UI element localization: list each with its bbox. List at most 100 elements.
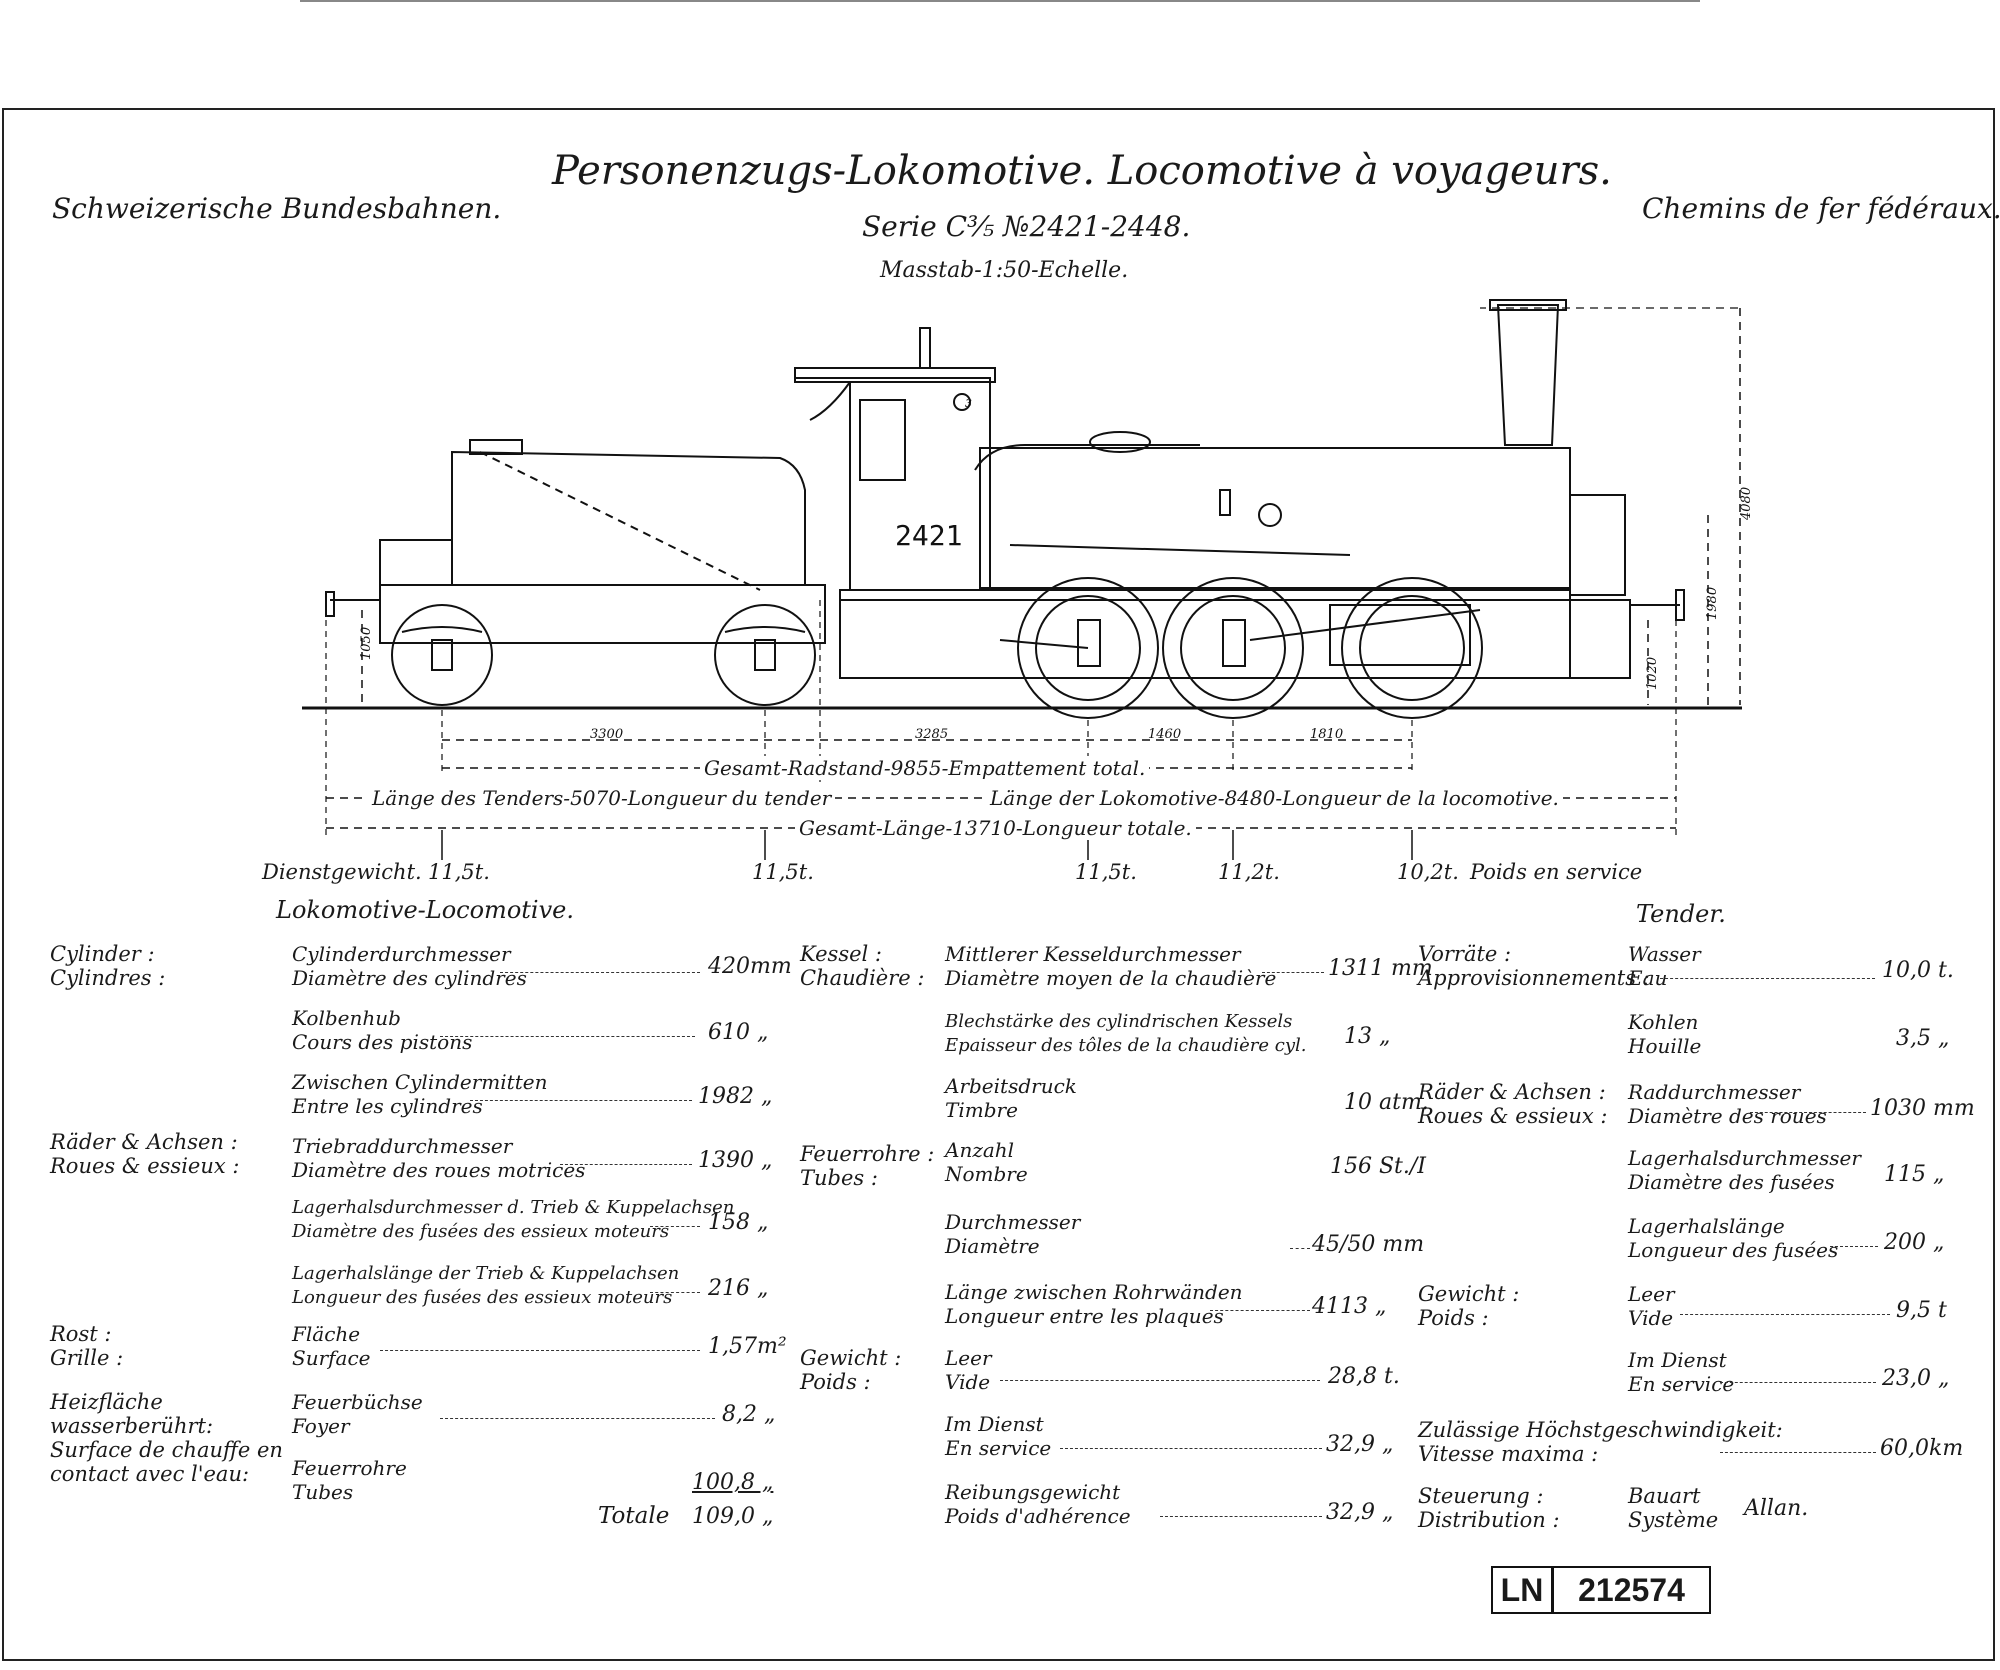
loco-cat-heating: Heizfläche wasserberührt:Surface de chau… (50, 1390, 283, 1486)
tender-cat-weight: Gewicht :Poids : (1418, 1282, 1520, 1330)
tender-val-2: 3,5 „ (1896, 1026, 1950, 1051)
tender-val-6: 9,5 t (1896, 1298, 1947, 1323)
tender-cat-wheels: Räder & Achsen :Roues & essieux : (1418, 1080, 1608, 1128)
leader (1830, 1246, 1878, 1247)
leader (1660, 978, 1875, 979)
boiler-cat-weight: Gewicht :Poids : (800, 1346, 902, 1394)
drawing-title: Personenzugs-Lokomotive. Locomotive à vo… (552, 148, 1612, 194)
weight-axle-1: 11,5t. (428, 860, 490, 884)
loco-number-text: 2421 (895, 519, 962, 552)
leader (1720, 1452, 1876, 1453)
boiler-val-5: 45/50 mm (1312, 1232, 1425, 1257)
leader (1720, 1382, 1876, 1383)
boiler-val-9: 32,9 „ (1326, 1500, 1394, 1525)
loco-val-7: 1,57m² (708, 1334, 787, 1359)
boiler-cat-kessel: Kessel :Chaudière : (800, 942, 925, 990)
dim-wheelbase-4: 1810 (1310, 727, 1343, 742)
loco-val-5: 158 „ (708, 1210, 769, 1235)
boiler-val-7: 28,8 t. (1328, 1364, 1400, 1389)
total-wheelbase-label: Gesamt-Radstand-9855-Empattement total. (700, 756, 1150, 780)
header-left-text: Schweizerische Bundesbahnen. (52, 192, 502, 225)
header-right-text: Chemins de fer fédéraux. (1642, 192, 2000, 225)
leader (1262, 972, 1324, 973)
dim-boiler-axis: 1980 (1705, 587, 1720, 620)
scan-top-edge (300, 0, 1700, 2)
leader (650, 1226, 700, 1227)
drawing-frame (2, 108, 1995, 1661)
leader (650, 1292, 700, 1293)
boiler-val-4: 156 St./I (1330, 1154, 1426, 1179)
leader (560, 1164, 692, 1165)
boiler-val-8: 32,9 „ (1326, 1432, 1394, 1457)
leader (1680, 1314, 1890, 1315)
stamp-prefix: LN (1493, 1568, 1554, 1612)
loco-total-value: 109,0 „ (692, 1504, 774, 1529)
boiler-val-1: 1311 mm (1328, 956, 1433, 981)
tender-section-heading: Tender. (1636, 900, 1726, 928)
tender-val-5: 200 „ (1884, 1230, 1945, 1255)
tender-val-4: 115 „ (1884, 1162, 1945, 1187)
boiler-val-6: 4113 „ (1312, 1294, 1387, 1319)
leader (440, 1418, 715, 1419)
loco-val-2: 610 „ (708, 1020, 769, 1045)
dim-buffer-height: 1020 (1645, 657, 1660, 690)
tender-cat-supplies: Vorräte :Approvisionnements : (1418, 942, 1650, 990)
tender-length-label: Länge des Tenders-5070-Longueur du tende… (368, 786, 836, 810)
loco-val-6: 216 „ (708, 1276, 769, 1301)
series-label: Serie C⅗ №2421-2448. (862, 210, 1191, 243)
weights-label-left: Dienstgewicht. (262, 860, 422, 884)
loco-cat-grate: Rost :Grille : (50, 1322, 124, 1370)
leader (1000, 1380, 1320, 1381)
leader (1750, 1112, 1866, 1113)
leader (380, 1350, 700, 1351)
leader (440, 1036, 695, 1037)
tender-system-value: Allan. (1744, 1496, 1809, 1521)
scale-label: Masstab-1:50-Echelle. (880, 258, 1129, 283)
loco-length-label: Länge der Lokomotive-8480-Longueur de la… (986, 786, 1563, 810)
dim-tender-buffer: 1050 (359, 627, 374, 660)
cab-plate-text: 3 (965, 397, 972, 410)
leader (1290, 1248, 1310, 1249)
weight-axle-3: 11,5t. (1075, 860, 1137, 884)
loco-row-5: Lagerhalsdurchmesser d. Trieb & Kuppelac… (292, 1197, 735, 1242)
loco-val-8: 8,2 „ (722, 1402, 776, 1427)
total-length-label: Gesamt-Länge-13710-Longueur totale. (795, 816, 1196, 840)
weight-axle-5: 10,2t. (1397, 860, 1459, 884)
tender-distribution-label: Steuerung :Distribution : (1418, 1484, 1560, 1532)
loco-val-3: 1982 „ (698, 1084, 773, 1109)
weights-label-right: Poids en service (1470, 860, 1643, 884)
loco-section-heading: Lokomotive-Locomotive. (276, 896, 574, 924)
leader (500, 972, 700, 973)
weight-axle-4: 11,2t. (1218, 860, 1280, 884)
stamp-number: 212574 (1578, 1572, 1685, 1608)
leader (1160, 1516, 1322, 1517)
loco-val-9: 100,8 „ (692, 1470, 774, 1495)
loco-val-4: 1390 „ (698, 1148, 773, 1173)
dim-total-height: 4080 (1739, 487, 1754, 521)
dim-wheelbase-3: 1460 (1148, 727, 1181, 742)
tender-val-3: 1030 mm (1870, 1096, 1975, 1121)
leader (470, 1100, 692, 1101)
tender-val-1: 10,0 t. (1882, 958, 1954, 983)
loco-cat-cylinder: Cylinder :Cylindres : (50, 942, 166, 990)
